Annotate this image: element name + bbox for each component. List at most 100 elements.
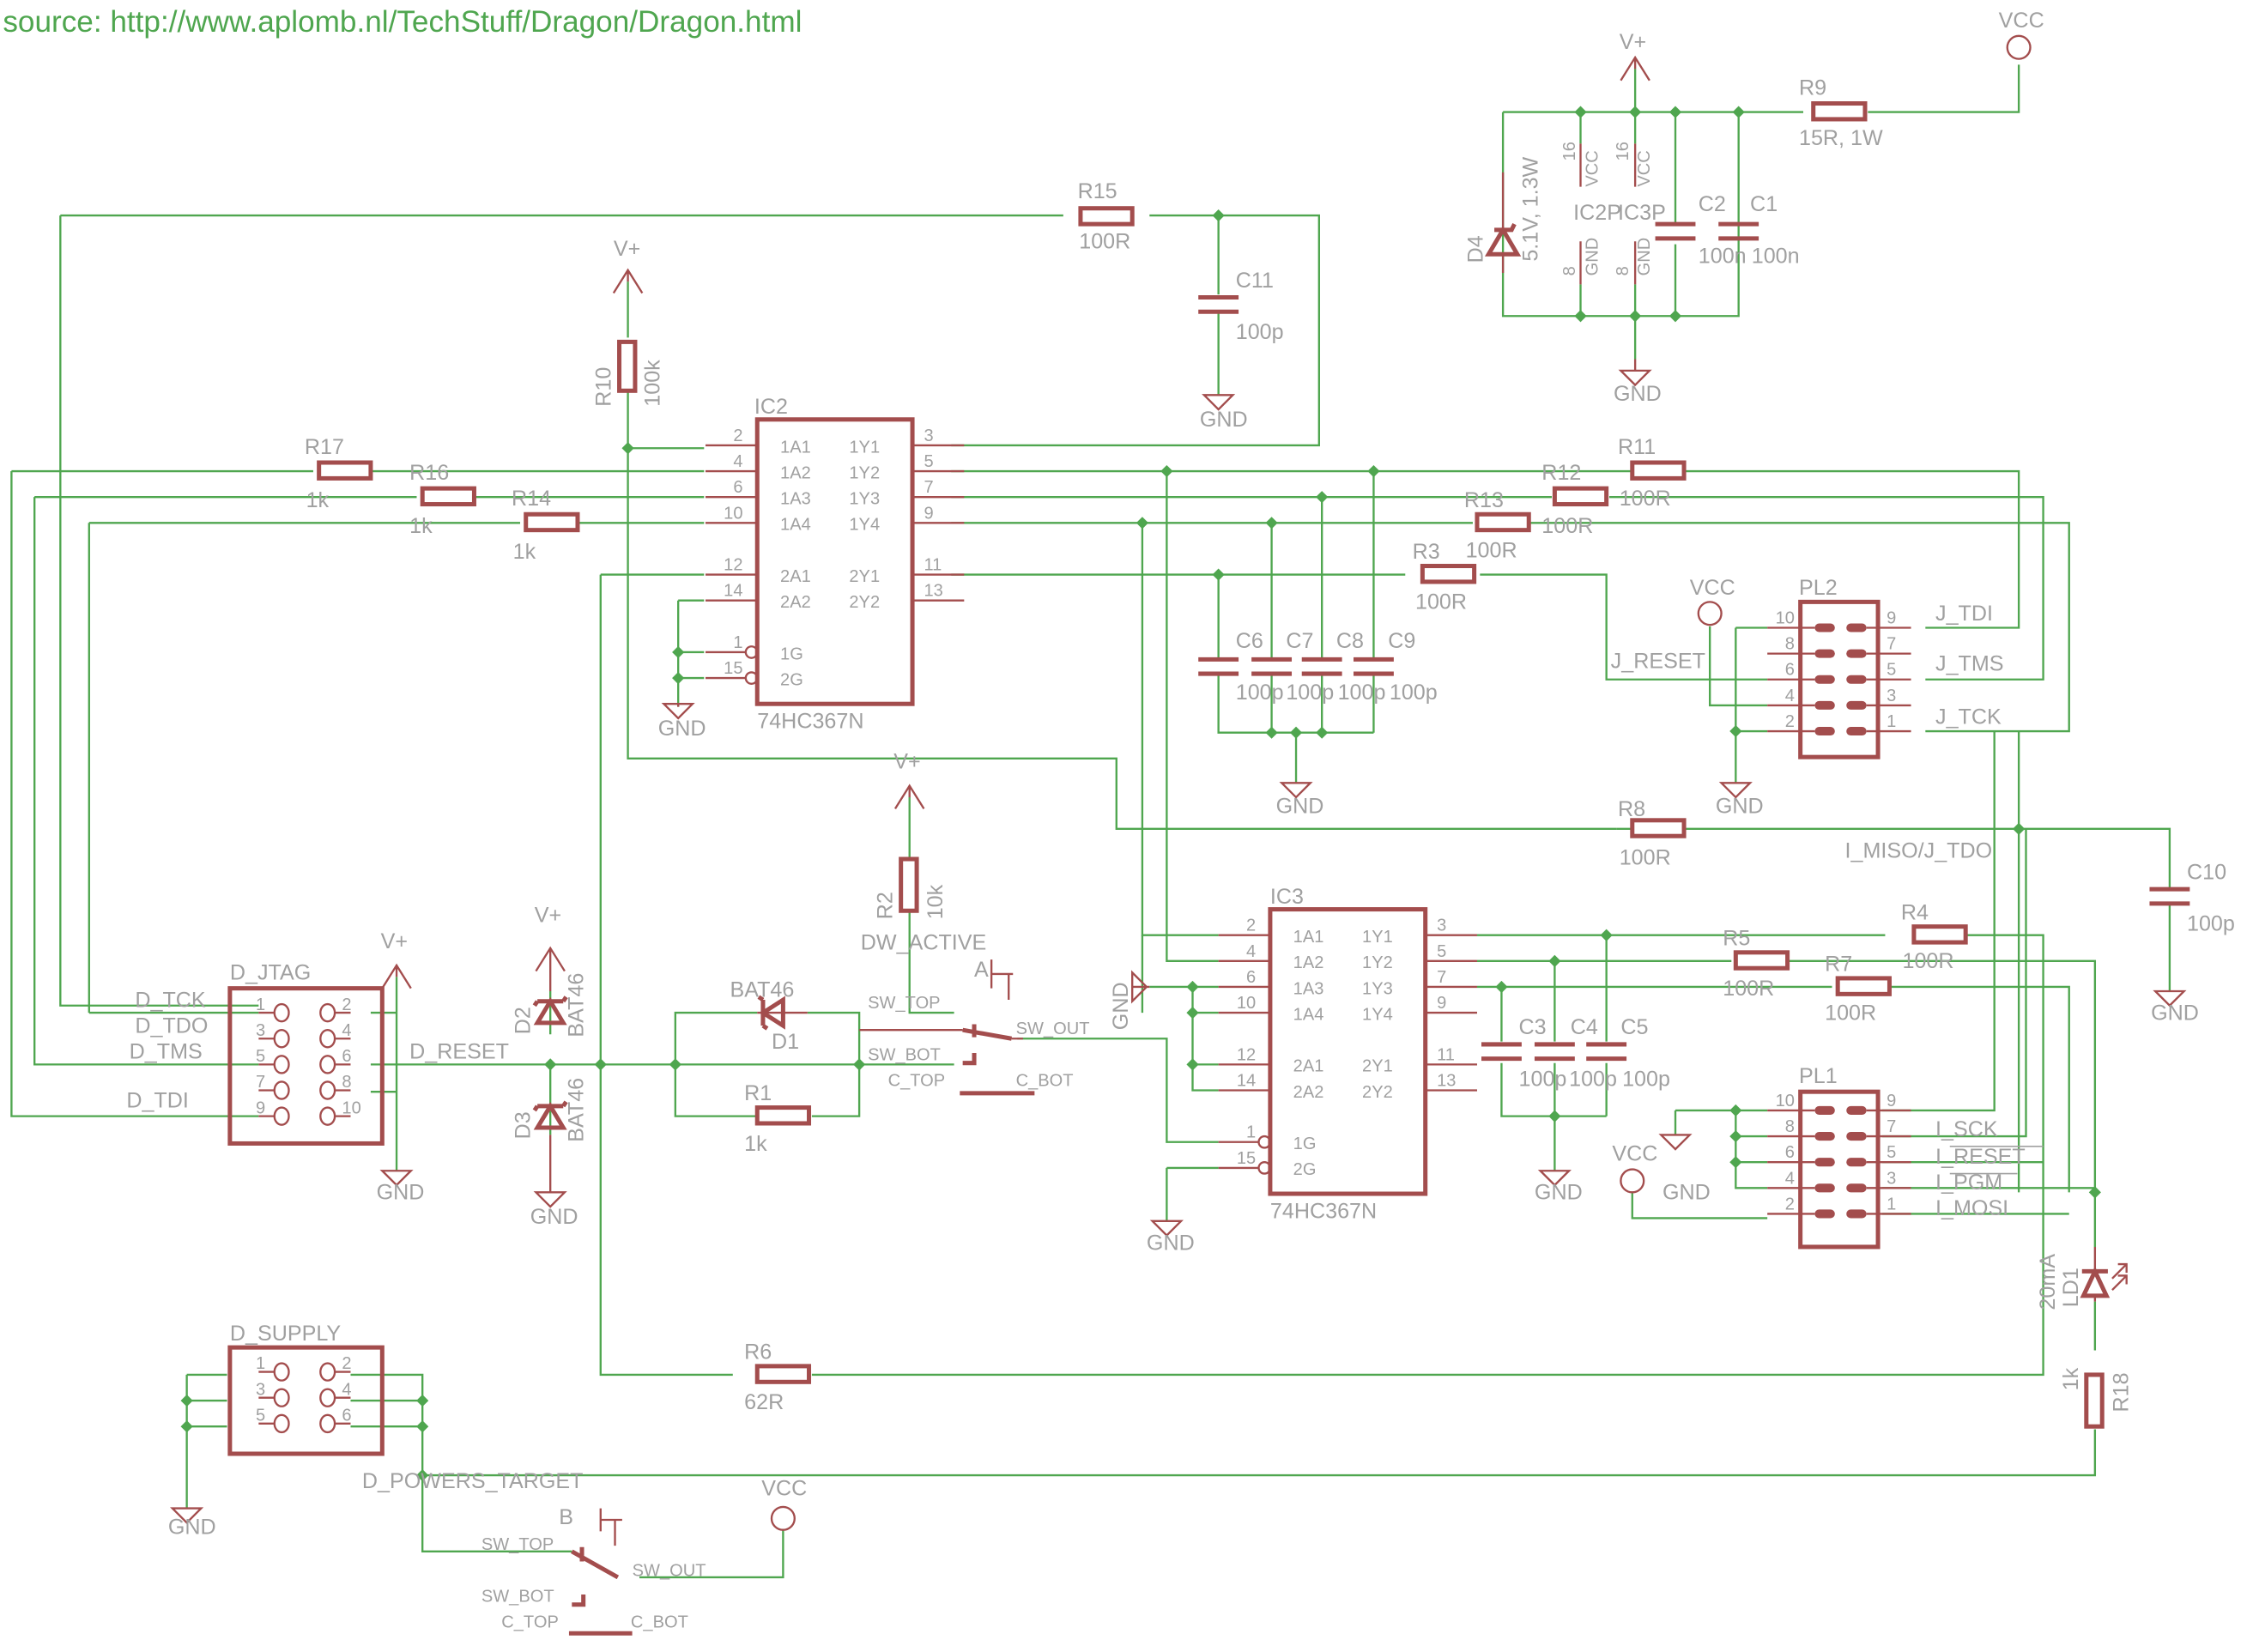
pl2-pad: [1814, 727, 1835, 736]
resistor-r6: [754, 1364, 812, 1384]
gnd-symbol: [1279, 782, 1313, 799]
ic3-pin-name: 2Y1: [1362, 1057, 1393, 1076]
label-gnd: GND: [1614, 382, 1662, 406]
r5-value: 100R: [1723, 977, 1774, 1001]
ic3-pin-name: 2A2: [1293, 1083, 1324, 1102]
switch-a-name: A: [974, 958, 989, 982]
c9-value: 100p: [1390, 681, 1438, 705]
r4-name: R4: [1901, 900, 1929, 924]
r4-value: 100R: [1903, 949, 1954, 973]
junction-dot: [1669, 310, 1682, 323]
ic2-part: 74HC367N: [757, 710, 863, 734]
resistor-r13: [1475, 511, 1531, 533]
switch-b[interactable]: [568, 1508, 633, 1636]
d-supply-header: [227, 1345, 385, 1456]
r1-value: 1k: [744, 1132, 767, 1156]
switch-b-sw-top: SW_TOP: [481, 1535, 554, 1554]
ic3-pin-number: 2: [1246, 917, 1256, 935]
net-miso: I_MISO/J_TDO: [1845, 838, 1993, 862]
vplus-symbol-r2: [893, 784, 925, 810]
junction-dot: [621, 442, 634, 455]
pl2-pad: [1846, 727, 1867, 736]
gnd-symbol: [379, 1170, 414, 1187]
label-vplus: V+: [614, 237, 640, 261]
pl1-pin-number: 6: [1785, 1143, 1795, 1162]
d-jtag-pin-number: 4: [342, 1021, 351, 1040]
inverter-bubble-icon: [1257, 1161, 1272, 1175]
pl2-pin-number: 5: [1887, 661, 1896, 680]
d3-name: D3: [512, 1111, 536, 1139]
d-supply-pin-number: 1: [256, 1354, 265, 1373]
ic2-pin-name: 1A1: [780, 438, 811, 457]
r15-value: 100R: [1079, 230, 1130, 254]
r9-value: 15R, 1W: [1799, 126, 1883, 150]
label-gnd: GND: [1200, 408, 1248, 432]
d-jtag-pad: [319, 1106, 336, 1126]
pl1-pad: [1814, 1158, 1835, 1167]
vcc-symbol-r9: [2006, 34, 2032, 60]
schottky-d2: [532, 995, 568, 1026]
r6-name: R6: [744, 1340, 772, 1365]
r9-name: R9: [1799, 76, 1826, 100]
pl1-pad: [1814, 1105, 1835, 1115]
d-jtag-pin-number: 9: [256, 1098, 265, 1117]
pl2-pad: [1846, 649, 1867, 658]
label-gnd: GND: [1716, 794, 1764, 818]
c1-name: C1: [1750, 192, 1778, 216]
components: [170, 34, 2190, 1636]
junction-dot: [1629, 106, 1642, 118]
junction-dot: [1186, 1058, 1199, 1071]
d-jtag-pad: [273, 1029, 290, 1049]
switch-a[interactable]: [859, 959, 1035, 1096]
r2-value: 10k: [924, 884, 948, 919]
pl2-pin-number: 7: [1887, 635, 1896, 654]
ic3p-vcc-pin: 16: [1614, 142, 1632, 160]
ic2-pin-name: 1A2: [780, 463, 811, 482]
label-vcc: VCC: [1612, 1142, 1657, 1166]
pl2-pad: [1814, 675, 1835, 684]
pl1-pin-number: 8: [1785, 1117, 1795, 1136]
pl2-pin-number: 2: [1785, 712, 1795, 731]
ic3-pin-number: 5: [1437, 942, 1446, 961]
resistor-r8: [1630, 818, 1687, 838]
r3-value: 100R: [1415, 590, 1467, 614]
ic2-pin-number: 11: [924, 556, 942, 575]
d3-value: BAT46: [565, 1078, 589, 1142]
switch-a-c-top: C_TOP: [888, 1071, 946, 1090]
capacitor-c6: [1198, 657, 1239, 676]
junction-dot: [1729, 1156, 1742, 1169]
d-supply-pin-number: 6: [342, 1407, 351, 1425]
ic2-pin-number: 15: [724, 659, 742, 678]
inverter-bubble-icon: [1257, 1135, 1272, 1149]
label-gnd: GND: [658, 717, 706, 741]
gnd-symbol: [1658, 1134, 1693, 1151]
ic3-part: 74HC367N: [1270, 1199, 1377, 1223]
label-gnd: GND: [2151, 1001, 2199, 1025]
r18-value: 1k: [2059, 1367, 2083, 1390]
net-j-tck: J_TCK: [1935, 705, 2002, 729]
capacitor-c2: [1655, 221, 1696, 241]
d-jtag-pin-number: 1: [256, 995, 265, 1014]
junction-dot: [1732, 106, 1745, 118]
net-d-tms: D_TMS: [130, 1040, 203, 1064]
junction-dot: [2013, 822, 2026, 835]
junction-dot: [1212, 568, 1225, 581]
label-vplus: V+: [535, 904, 561, 928]
vplus-symbol-r10: [612, 268, 644, 294]
r10-value: 100k: [640, 360, 664, 407]
label-vcc: VCC: [1999, 9, 2044, 33]
pl1-pad: [1846, 1132, 1867, 1141]
ic3-pin-name: 1Y3: [1362, 979, 1393, 998]
resistor-r4: [1911, 924, 1968, 945]
capacitor-c4: [1534, 1042, 1575, 1062]
pl2-pad: [1846, 623, 1867, 632]
vcc-symbol-switch-b: [770, 1505, 796, 1531]
ic3-pin-name: 1Y2: [1362, 953, 1393, 972]
resistor-r2: [899, 856, 919, 913]
net-i-reset: I_RESET: [1935, 1145, 2026, 1169]
c11-name: C11: [1236, 269, 1274, 293]
ic2-pin-number: 9: [924, 504, 933, 523]
ic3-pin-number: 6: [1246, 968, 1256, 987]
d-jtag-pin-number: 10: [342, 1098, 360, 1117]
r17-name: R17: [305, 435, 344, 459]
